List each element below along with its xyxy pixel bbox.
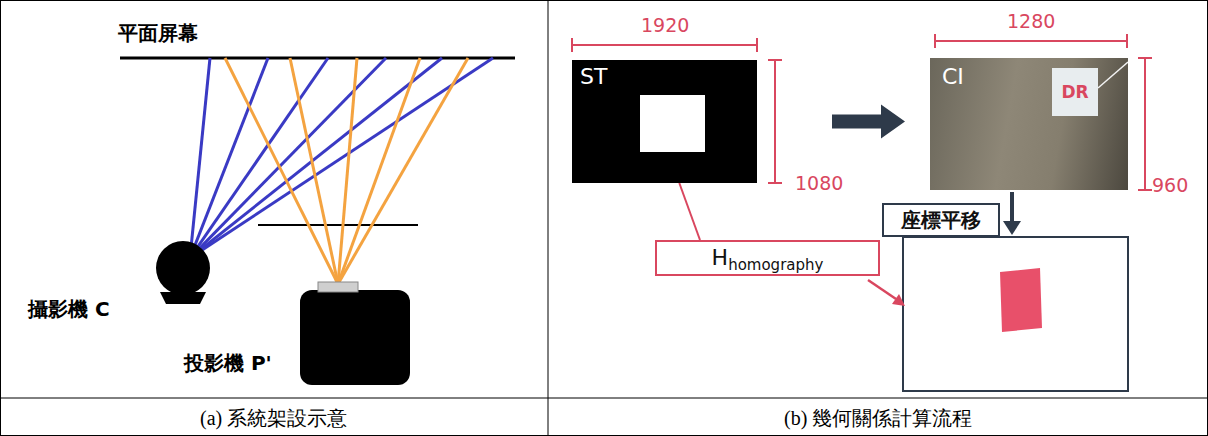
warped-region: [1000, 268, 1042, 332]
projector-symbol: [300, 282, 410, 385]
connector-line: [679, 183, 700, 240]
table-divider: [0, 398, 1208, 399]
dimension-label-holder: 960: [1152, 174, 1188, 196]
dimension-label: 1080: [795, 172, 843, 194]
dimension-label-holder: 1080: [795, 172, 843, 194]
dimension-label: 1920: [641, 14, 689, 36]
homography-box: Hhomography: [655, 240, 880, 276]
translation-arrow: [1003, 192, 1021, 235]
caption-holder: (a) 系統架設示意: [200, 405, 347, 432]
image-name: CI: [942, 64, 964, 89]
test-square: [640, 95, 705, 152]
camera-image: CI DR: [930, 58, 1128, 190]
dimension-label: 960: [1152, 174, 1188, 196]
homography-arrow: [868, 280, 905, 306]
screen-label-holder: 平面屏幕: [118, 20, 198, 47]
image-name: ST: [580, 64, 607, 89]
region-name: DR: [1061, 82, 1088, 102]
dimension-label-holder: 1920: [641, 14, 689, 36]
camera-symbol: [156, 241, 210, 304]
caption-holder: (b) 幾何關係計算流程: [784, 405, 972, 432]
projected-patch: DR: [1052, 68, 1098, 116]
process-box: 座標平移: [882, 203, 1000, 237]
camera-label: 攝影機 C: [28, 297, 110, 321]
camera-label-holder: 攝影機 C: [28, 296, 110, 323]
result-box: [903, 237, 1128, 391]
matrix-subscript: homography: [728, 256, 823, 274]
dimension-lines: [572, 34, 1152, 190]
matrix-symbol: H: [712, 245, 729, 270]
projector-plane: [258, 224, 418, 226]
process-name: 座標平移: [901, 208, 981, 232]
dimension-label-holder: 1280: [1007, 10, 1055, 32]
caption: (b) 幾何關係計算流程: [784, 407, 972, 429]
flow-arrow: [832, 105, 905, 139]
source-image: ST: [572, 60, 757, 183]
projector-label-holder: 投影機 P': [184, 350, 272, 377]
projector-rays: [225, 58, 468, 284]
table-divider: [548, 0, 549, 436]
screen-label: 平面屏幕: [118, 21, 198, 45]
dimension-label: 1280: [1007, 10, 1055, 32]
projector-label: 投影機 P': [184, 351, 272, 375]
caption: (a) 系統架設示意: [200, 407, 347, 429]
screen-line: [120, 57, 515, 60]
